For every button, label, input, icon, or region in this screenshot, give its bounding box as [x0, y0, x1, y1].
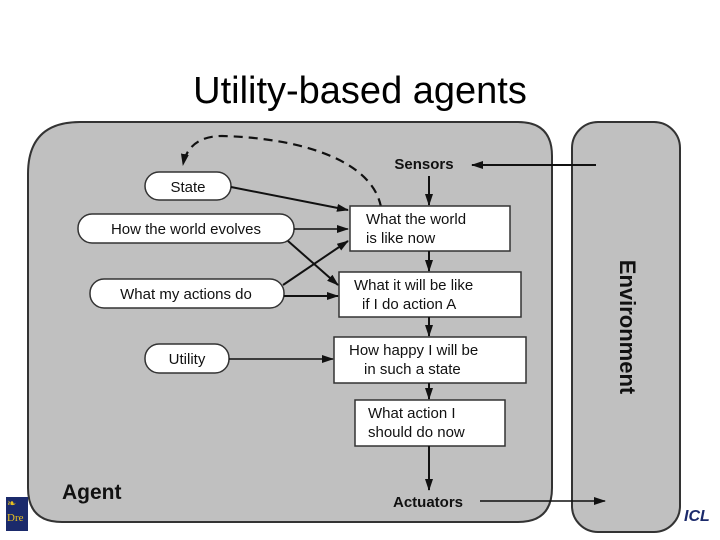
sensors-label: Sensors — [394, 156, 453, 173]
box-what-action-line1: What action I — [368, 405, 456, 422]
oval-actions-do: What my actions do — [89, 278, 285, 309]
actuators-label: Actuators — [393, 494, 463, 511]
environment-panel — [571, 121, 681, 533]
university-logo: ❧ Dre — [6, 497, 28, 531]
oval-actions-do-label: What my actions do — [120, 286, 252, 303]
box-world-now: What the world is like now — [349, 205, 511, 252]
agent-label: Agent — [62, 481, 122, 504]
oval-world-evolves-label: How the world evolves — [111, 221, 261, 238]
arrow-state-to-world — [230, 186, 349, 212]
oval-state-label: State — [170, 179, 205, 196]
state-feedback-arrow — [180, 134, 383, 208]
box-world-now-line1: What the world — [366, 211, 466, 228]
arrow-evolves-to-willbe — [287, 240, 339, 286]
university-logo-text: Dre — [7, 512, 24, 524]
box-world-now-line2: is like now — [366, 230, 435, 247]
box-how-happy: How happy I will be in such a state — [333, 336, 527, 384]
arrow-actions-to-world — [282, 240, 349, 286]
box-what-action: What action I should do now — [354, 399, 506, 447]
box-what-action-line2: should do now — [368, 424, 465, 441]
box-will-be-like-line1: What it will be like — [354, 277, 473, 294]
box-how-happy-line1: How happy I will be — [349, 342, 478, 359]
box-how-happy-line2: in such a state — [364, 361, 461, 378]
oval-utility: Utility — [144, 343, 230, 374]
box-will-be-like: What it will be like if I do action A — [338, 271, 522, 318]
box-will-be-like-line2: if I do action A — [362, 296, 456, 313]
oval-utility-label: Utility — [169, 351, 206, 368]
icl-logo: ICL — [684, 500, 710, 526]
oval-world-evolves: How the world evolves — [77, 213, 295, 244]
icl-logo-text: ICL — [684, 508, 710, 525]
agent-panel — [27, 121, 553, 523]
oval-state: State — [144, 171, 232, 201]
environment-label: Environment — [615, 260, 640, 395]
slide-title: Utility-based agents — [193, 70, 527, 112]
